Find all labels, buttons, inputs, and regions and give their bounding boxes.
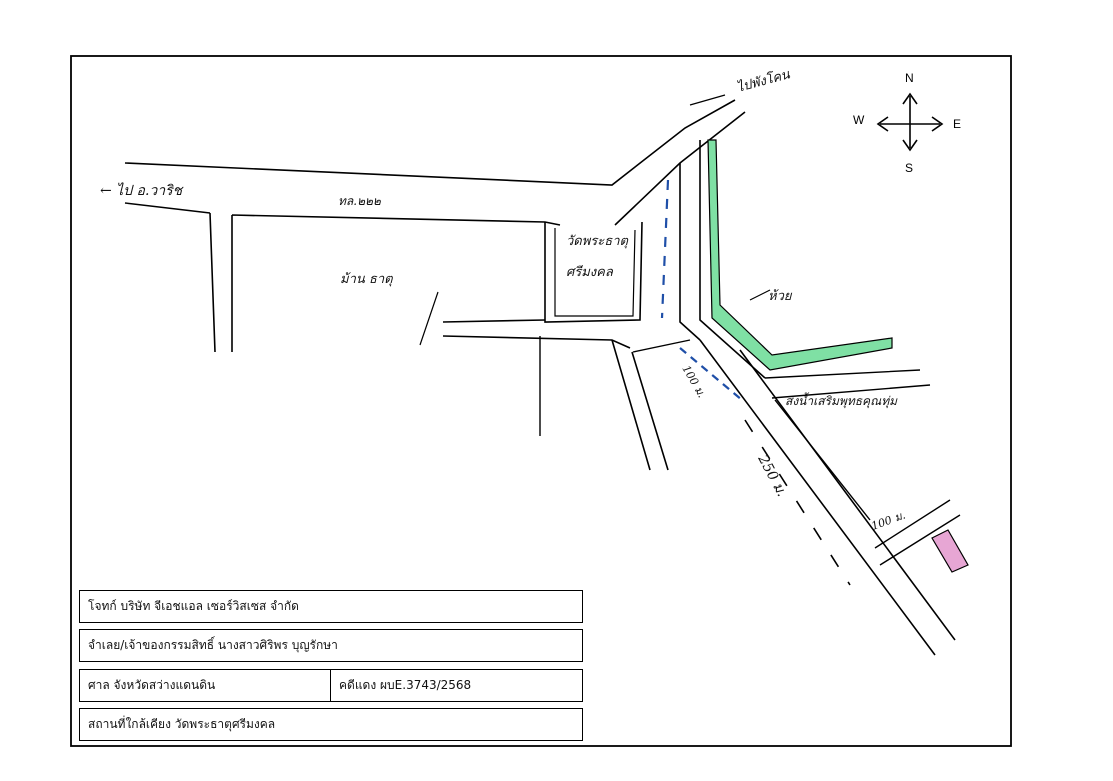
label-side: ม้าน ธาตุ (340, 272, 393, 287)
info-case: คดีแดง ผบE.3743/2568 (330, 669, 583, 702)
map-frame (70, 55, 1012, 747)
dashed-route-temple (660, 179, 670, 319)
junction-connector (632, 339, 691, 353)
east-road-west-edge (679, 163, 701, 341)
info-plaintiff: โจทก์ บริษัท จีเอชแอล เซอร์วิสเซส จำกัด (79, 590, 583, 623)
east-road-east-edge (699, 140, 766, 379)
label-distance-target: 100 ม. (870, 509, 908, 533)
creek (707, 139, 893, 371)
institution-road (764, 369, 931, 399)
label-road-number: ทล.๒๒๒ (338, 194, 381, 208)
label-creek: ห้วย (768, 289, 793, 304)
compass-east: E (953, 117, 961, 131)
south-side-road (442, 319, 631, 349)
se-road-spacer (780, 400, 935, 655)
label-distance-main: 250 ม. (754, 451, 790, 499)
ne-arrow-shaft (689, 94, 726, 106)
info-landmark: สถานที่ใกล้เคียง วัดพระธาตุศรีมงคล (79, 708, 583, 741)
side-label-pointer (419, 291, 439, 346)
creek-label-pointer (749, 289, 771, 301)
temple-block (544, 221, 643, 323)
institution-road-south (774, 399, 871, 521)
target-branch-road (874, 499, 961, 566)
main-road-upper-edge (124, 99, 736, 186)
info-court: ศาล จังหวัดสว่างแดนดิน (79, 669, 331, 702)
label-to-charin: ← ไป อ.วาริช (100, 182, 184, 199)
label-institution: ส่งน้ำเสริมพุทธคุณทุ่ม (785, 392, 898, 409)
label-to-phang-khon: ไปพังโคน (735, 66, 793, 96)
sw-diagonal-road (611, 339, 669, 471)
label-temple-1: วัดพระธาตุ (566, 234, 629, 249)
label-temple-2: ศรีมงคล (566, 264, 614, 280)
compass-north: N (905, 71, 914, 85)
dashed-measure-line (744, 419, 851, 586)
se-diagonal-road (699, 339, 956, 656)
target-plot (931, 529, 969, 573)
temple-inner (554, 228, 636, 317)
compass-icon (876, 92, 944, 152)
main-road-west-stub (124, 202, 211, 214)
info-defendant: จำเลย/เจ้าของกรรมสิทธิ์ นางสาวศิริพร บุญ… (79, 629, 583, 662)
compass-west: W (853, 113, 865, 127)
compass-south: S (905, 161, 913, 175)
